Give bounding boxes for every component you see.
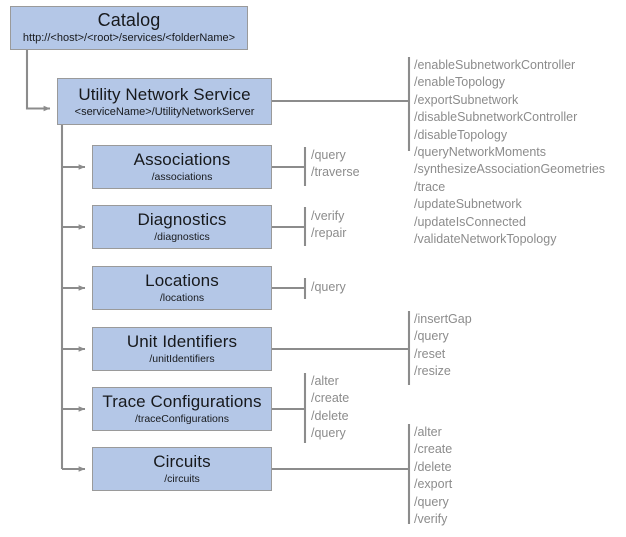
node-diagnostics-path: /diagnostics (154, 231, 210, 243)
operation-item: /synthesizeAssociationGeometries (414, 162, 606, 177)
node-trace-configurations-title: Trace Configurations (102, 392, 262, 411)
operation-item: /create (311, 391, 350, 406)
operations-utility-network-service: /enableSubnetworkController/enableTopolo… (414, 57, 605, 248)
operation-item: /disableTopology (414, 127, 508, 142)
node-unit-identifiers-title: Unit Identifiers (126, 332, 238, 351)
node-unit-identifiers[interactable]: Unit Identifiers /unitIdentifiers (92, 327, 272, 371)
operation-item: /delete (414, 459, 452, 474)
node-catalog[interactable]: Catalog http://<host>/<root>/services/<f… (10, 6, 248, 50)
node-locations[interactable]: Locations /locations (92, 266, 272, 310)
node-catalog-title: Catalog (97, 10, 161, 30)
operation-item: /enableTopology (414, 75, 506, 90)
operation-item: /repair (311, 226, 347, 241)
node-associations-path: /associations (151, 171, 213, 183)
operation-item: /query (414, 494, 449, 509)
operation-item: /updateSubnetwork (414, 197, 522, 212)
operation-item: /verify (311, 209, 345, 223)
operation-item: /alter (311, 374, 339, 388)
node-circuits[interactable]: Circuits /circuits (92, 447, 272, 491)
operation-item: /insertGap (414, 312, 472, 326)
operation-item: /alter (414, 425, 442, 439)
wire-catalog-to-service (25, 50, 51, 112)
node-trace-configurations-path: /traceConfigurations (135, 413, 229, 425)
node-circuits-path: /circuits (164, 473, 200, 485)
operations-unit-identifiers: /insertGap/query/reset/resize (414, 311, 472, 381)
operation-item: /traverse (311, 165, 360, 180)
operations-associations: /query/traverse (311, 147, 360, 182)
operation-item: /query (414, 329, 449, 344)
operation-item: /reset (414, 346, 446, 361)
operation-item: /updateIsConnected (414, 214, 526, 229)
node-associations[interactable]: Associations /associations (92, 145, 272, 189)
operations-circuits: /alter/create/delete/export/query/verify (414, 424, 452, 528)
operation-item: /verify (414, 512, 448, 527)
operation-item: /query (311, 280, 346, 294)
operation-item: /queryNetworkMoments (414, 145, 546, 160)
operation-item: /export (414, 477, 453, 492)
node-utility-network-service-path: <serviceName>/UtilityNetworkServer (74, 105, 255, 118)
operation-item: /resize (414, 364, 451, 379)
node-associations-title: Associations (133, 150, 231, 169)
node-diagnostics[interactable]: Diagnostics /diagnostics (92, 205, 272, 249)
operation-item: /query (311, 426, 346, 441)
operation-item: /disableSubnetworkController (414, 110, 578, 125)
operation-item: /trace (414, 179, 446, 194)
node-locations-title: Locations (145, 271, 219, 290)
operation-item: /create (414, 442, 453, 457)
node-circuits-title: Circuits (153, 452, 211, 471)
operation-item: /validateNetworkTopology (414, 232, 557, 247)
operations-locations: /query (311, 279, 346, 296)
operation-item: /enableSubnetworkController (414, 58, 576, 72)
node-unit-identifiers-path: /unitIdentifiers (149, 353, 215, 365)
operation-item: /query (311, 148, 346, 162)
operation-item: /exportSubnetwork (414, 92, 519, 107)
node-diagnostics-title: Diagnostics (137, 210, 227, 229)
node-catalog-path: http://<host>/<root>/services/<folderNam… (22, 32, 236, 44)
node-trace-configurations[interactable]: Trace Configurations /traceConfiguration… (92, 387, 272, 431)
operations-diagnostics: /verify/repair (311, 208, 346, 243)
node-utility-network-service-title: Utility Network Service (78, 84, 251, 104)
node-utility-network-service[interactable]: Utility Network Service <serviceName>/Ut… (57, 78, 272, 125)
operations-trace-configurations: /alter/create/delete/query (311, 373, 349, 443)
node-locations-path: /locations (159, 292, 205, 304)
operation-item: /delete (311, 408, 349, 423)
